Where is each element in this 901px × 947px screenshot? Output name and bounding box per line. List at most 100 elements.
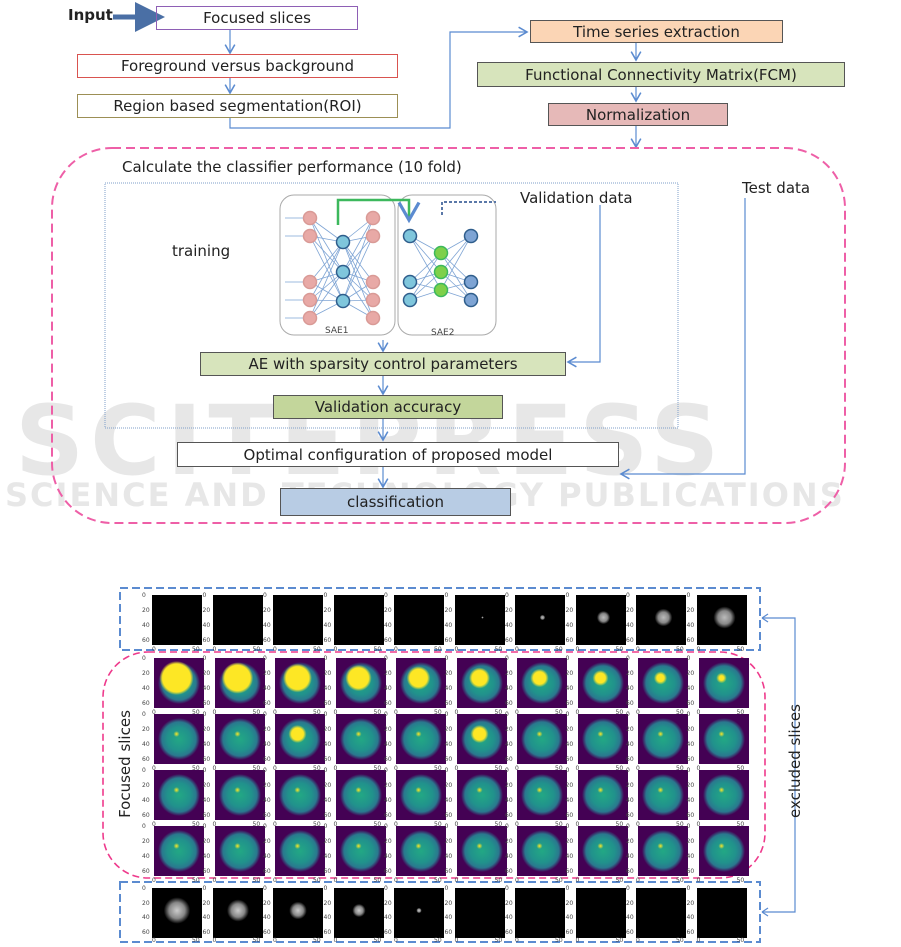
y-tick: 0 (626, 885, 630, 892)
y-tick: 40 (202, 685, 211, 693)
y-tick: 40 (626, 622, 634, 630)
y-tick: 40 (323, 797, 332, 805)
focused-slice (214, 658, 265, 708)
x-tick: 0 (333, 937, 338, 944)
x-tick: 50 (494, 937, 503, 944)
y-tick: 20 (565, 726, 574, 734)
y-tick: 0 (263, 592, 267, 599)
x-tick: 0 (152, 765, 156, 772)
y-tick: 0 (505, 885, 509, 892)
y-tick: 40 (384, 853, 392, 861)
y-tick: 40 (142, 853, 150, 861)
y-tick: 0 (686, 711, 691, 718)
x-tick: 50 (313, 877, 321, 884)
y-tick: 40 (202, 797, 211, 805)
y-tick: 60 (263, 868, 271, 876)
y-tick: 20 (142, 838, 150, 846)
x-tick: 50 (313, 709, 321, 716)
y-tick: 0 (384, 592, 388, 599)
y-tick: 60 (263, 756, 271, 764)
input-node (302, 228, 318, 244)
x-tick: 50 (615, 646, 624, 653)
y-tick: 40 (505, 622, 513, 630)
x-tick: 50 (434, 765, 442, 772)
x-tick: 50 (313, 646, 321, 653)
y-tick: 20 (202, 726, 211, 734)
y-tick: 0 (323, 823, 328, 830)
y-tick: 60 (263, 928, 271, 936)
x-tick: 0 (454, 646, 459, 653)
focused-slice (456, 826, 507, 876)
y-tick: 60 (444, 637, 453, 645)
x-tick: 0 (454, 937, 459, 944)
y-tick: 60 (626, 868, 634, 876)
x-tick: 50 (373, 821, 382, 828)
y-tick: 40 (626, 797, 634, 805)
y-tick: 20 (263, 670, 271, 678)
output-node (365, 310, 381, 326)
y-tick: 0 (686, 592, 691, 599)
y-tick: 60 (323, 812, 332, 820)
y-tick: 40 (565, 914, 574, 922)
y-tick: 60 (202, 756, 211, 764)
y-tick: 20 (142, 726, 150, 734)
y-tick: 0 (202, 823, 207, 830)
y-tick: 20 (565, 838, 574, 846)
y-tick: 40 (263, 741, 271, 749)
x-tick: 0 (273, 877, 277, 884)
x-tick: 0 (454, 709, 459, 716)
y-tick: 20 (142, 607, 150, 615)
y-tick: 40 (384, 914, 392, 922)
x-tick: 0 (696, 877, 701, 884)
y-tick: 0 (626, 655, 630, 662)
y-tick: 40 (626, 741, 634, 749)
y-tick: 40 (384, 685, 392, 693)
y-tick: 0 (323, 592, 328, 599)
y-tick: 60 (202, 812, 211, 820)
x-tick: 0 (152, 709, 156, 716)
y-tick: 0 (565, 767, 570, 774)
y-tick: 40 (323, 853, 332, 861)
x-tick: 0 (212, 709, 217, 716)
hidden-node (433, 282, 449, 298)
focused-slice (638, 714, 688, 764)
excluded-slice (696, 595, 747, 645)
y-tick: 0 (142, 655, 146, 662)
y-tick: 40 (686, 741, 695, 749)
input-node (302, 292, 318, 308)
y-tick: 20 (263, 899, 271, 907)
classifier-title: Calculate the classifier performance (10… (122, 158, 462, 176)
excluded-slice (575, 595, 626, 645)
y-tick: 40 (142, 797, 150, 805)
time-series-box: Time series extraction (530, 20, 783, 43)
y-tick: 60 (444, 756, 453, 764)
x-tick: 50 (434, 937, 442, 944)
x-tick: 0 (454, 821, 459, 828)
y-tick: 20 (444, 607, 453, 615)
focused-slice (335, 714, 386, 764)
x-tick: 50 (555, 821, 563, 828)
y-tick: 60 (565, 756, 574, 764)
x-tick: 50 (192, 646, 200, 653)
x-tick: 0 (515, 765, 519, 772)
x-tick: 50 (373, 877, 382, 884)
y-tick: 20 (565, 670, 574, 678)
x-tick: 0 (575, 821, 580, 828)
focused-slices-box: Focused slices (156, 6, 358, 30)
y-tick: 20 (505, 838, 513, 846)
y-tick: 0 (202, 885, 207, 892)
x-tick: 0 (696, 646, 701, 653)
y-tick: 0 (263, 767, 267, 774)
x-tick: 50 (615, 709, 624, 716)
x-tick: 50 (252, 937, 261, 944)
y-tick: 20 (323, 782, 332, 790)
y-tick: 40 (565, 741, 574, 749)
y-tick: 20 (686, 607, 695, 615)
y-tick: 60 (505, 928, 513, 936)
focused-slices-border (102, 651, 766, 879)
y-tick: 20 (323, 899, 332, 907)
x-tick: 50 (736, 765, 745, 772)
x-tick: 50 (192, 937, 200, 944)
y-tick: 0 (444, 592, 449, 599)
